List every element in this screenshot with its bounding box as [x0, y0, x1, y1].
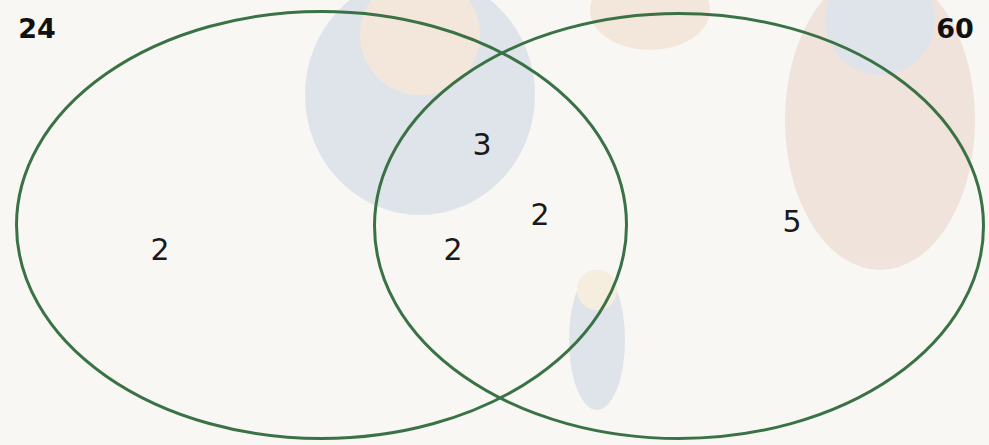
region-count: 5 — [782, 207, 801, 237]
set-ellipse — [17, 12, 627, 439]
set-label: 60 — [936, 15, 974, 42]
set-label: 24 — [18, 15, 56, 42]
intersection-count: 2 — [443, 235, 462, 265]
intersection-count: 2 — [530, 200, 549, 230]
intersection-count: 3 — [472, 130, 491, 160]
set-circle: 60 5 — [373, 12, 985, 440]
region-count: 2 — [150, 235, 169, 265]
set-outline — [373, 12, 985, 440]
set-ellipse — [375, 14, 984, 439]
